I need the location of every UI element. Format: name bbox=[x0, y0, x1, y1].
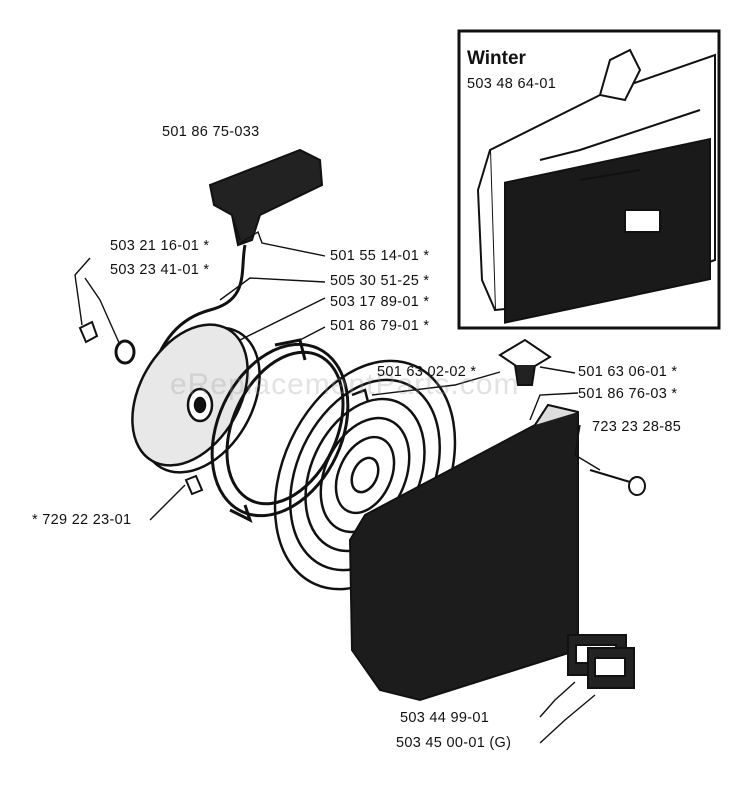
inset-part-number: 503 48 64-01 bbox=[467, 76, 557, 92]
part-label: 501 55 14-01 * bbox=[330, 248, 430, 264]
part-label: 503 21 16-01 * bbox=[110, 238, 210, 254]
knob bbox=[498, 338, 552, 386]
part-label: 501 86 75-033 bbox=[162, 124, 260, 140]
part-label: 501 63 02-02 * bbox=[377, 364, 477, 380]
part-label: 503 17 89-01 * bbox=[330, 294, 430, 310]
housing-screw bbox=[184, 474, 204, 496]
leader-lines bbox=[74, 230, 601, 744]
cover-plate bbox=[348, 403, 579, 702]
part-label: 723 23 28-85 bbox=[592, 419, 682, 435]
starter-pulley bbox=[131, 323, 261, 474]
part-label: 503 44 99-01 bbox=[400, 710, 490, 726]
cover-screw bbox=[589, 469, 646, 496]
part-label: 505 30 51-25 * bbox=[330, 273, 430, 289]
winter-cover-drawing bbox=[476, 48, 716, 324]
inset-title: Winter bbox=[467, 48, 526, 69]
part-label: 503 45 00-01 (G) bbox=[396, 735, 512, 751]
starter-handle bbox=[208, 148, 324, 247]
part-label: * 729 22 23-01 bbox=[32, 512, 132, 528]
part-label: 501 86 79-01 * bbox=[330, 318, 430, 334]
decals bbox=[567, 634, 635, 689]
pulley-screw bbox=[78, 320, 99, 344]
washer bbox=[114, 339, 136, 365]
part-label: 501 86 76-03 * bbox=[578, 386, 678, 402]
part-label: 503 23 41-01 * bbox=[110, 262, 210, 278]
part-label: 501 63 06-01 * bbox=[578, 364, 678, 380]
